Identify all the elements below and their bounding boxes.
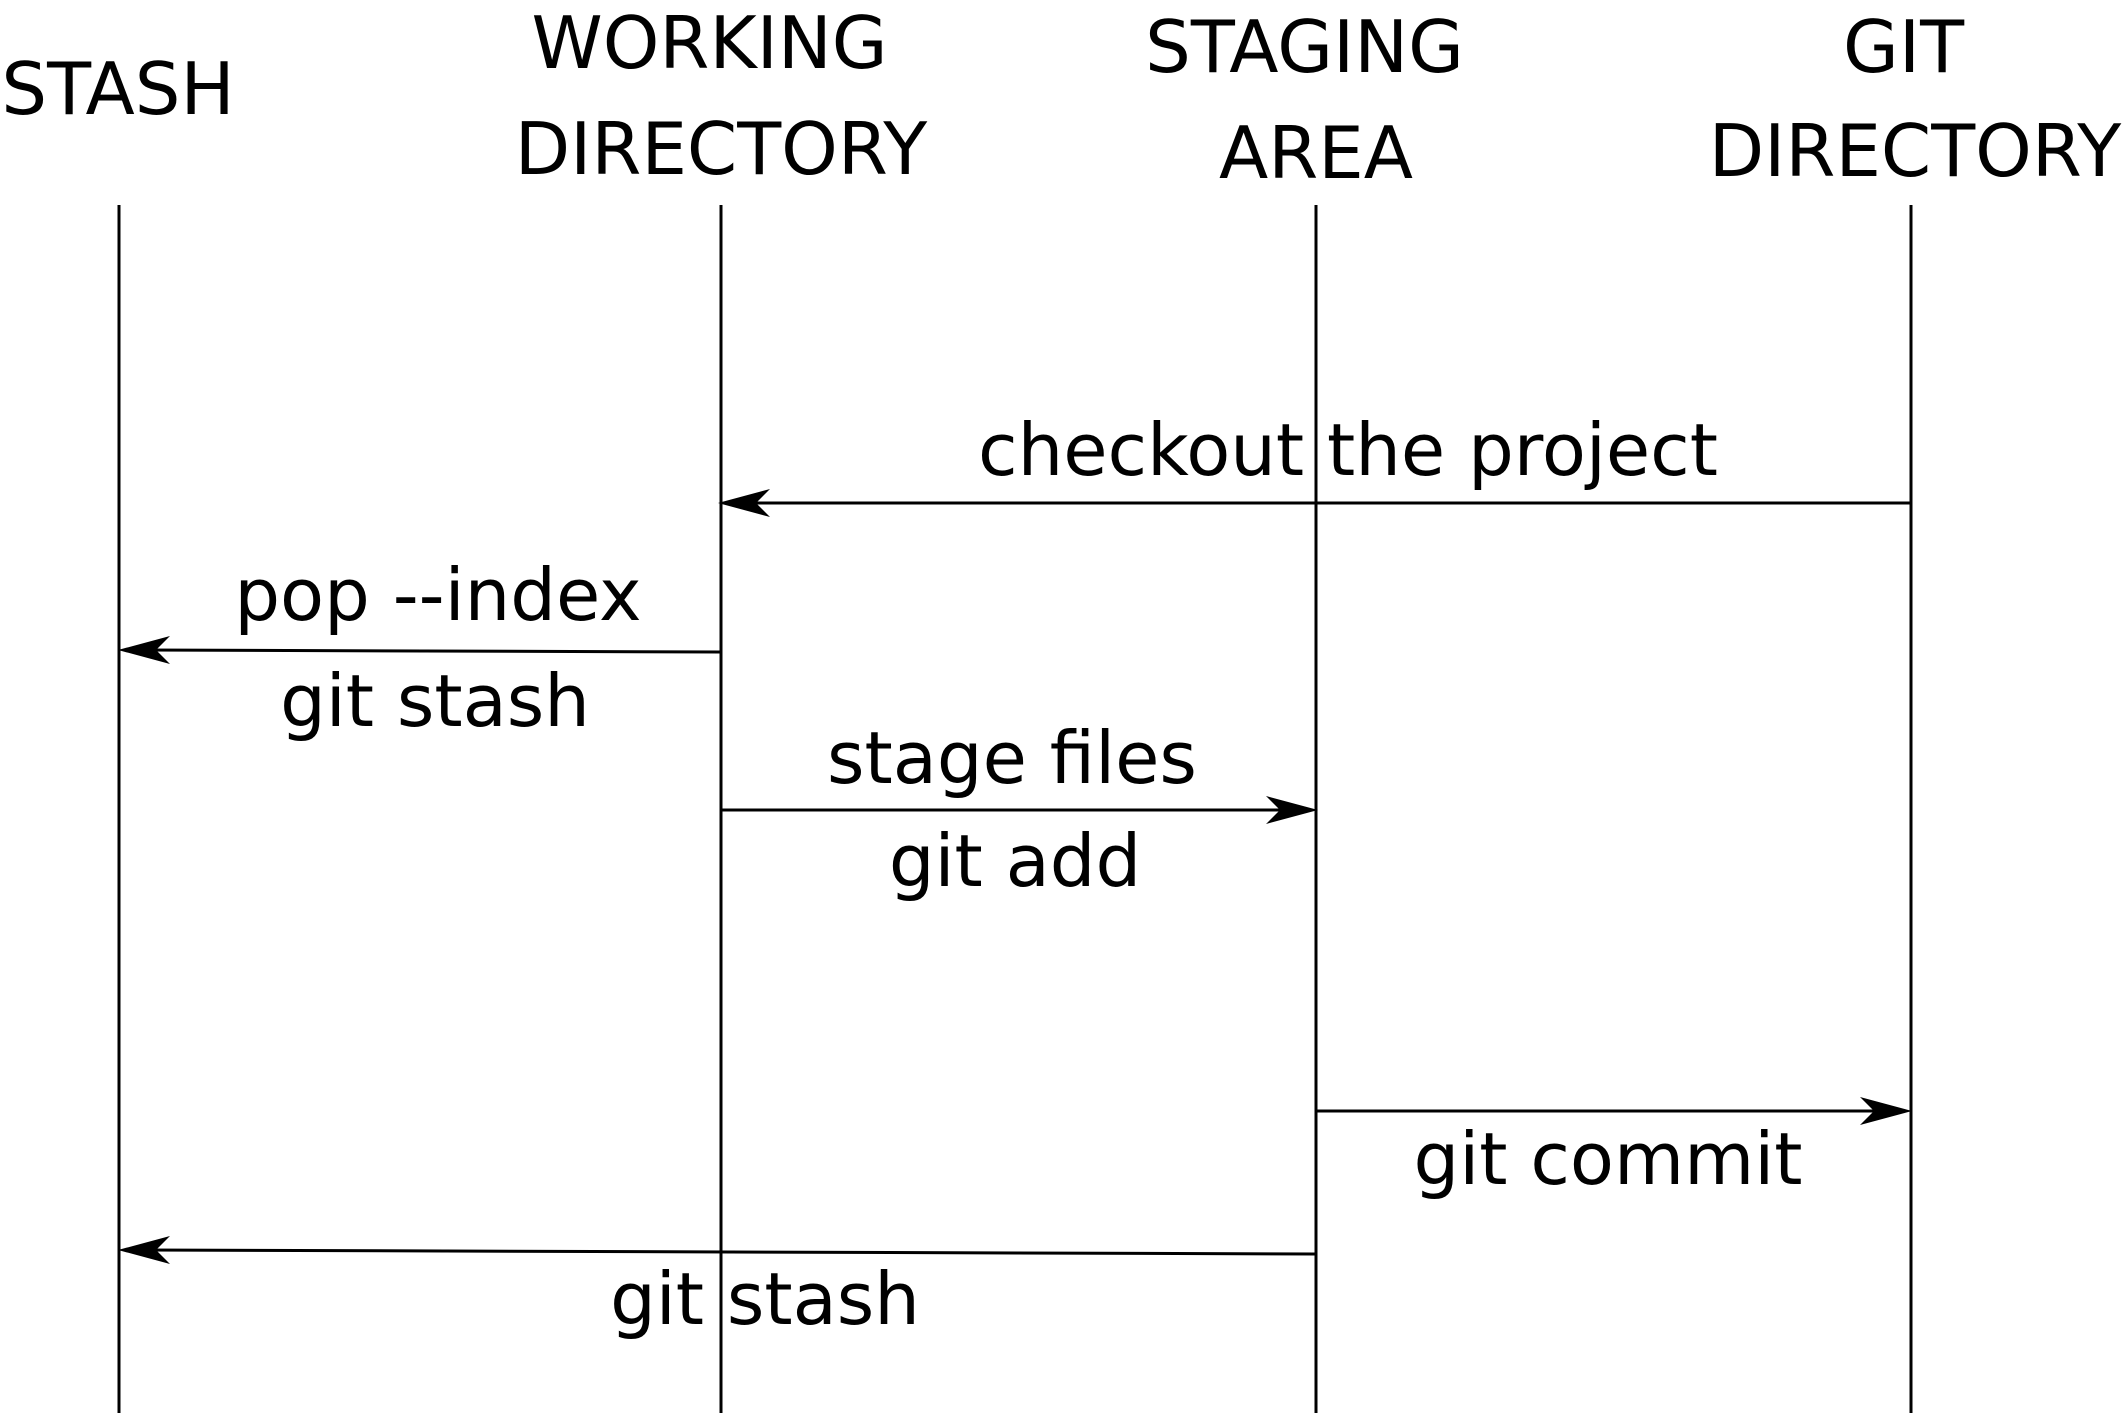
message-stash-staged-label-below: git stash xyxy=(610,1257,920,1341)
lane-title-working-directory: WORKING DIRECTORY xyxy=(515,1,929,191)
message-stash-pop-label-below: git stash xyxy=(280,659,590,743)
message-stash-pop-line xyxy=(144,648,722,654)
message-commit-arrowhead xyxy=(1860,1097,1912,1125)
message-stash-staged: git stash xyxy=(118,1236,1317,1341)
message-checkout-arrowhead xyxy=(718,489,770,517)
message-stage-arrowhead xyxy=(1266,796,1318,824)
message-stash-pop-label-above: pop --index xyxy=(234,553,641,637)
lane-title-git-directory: GIT DIRECTORY xyxy=(1709,5,2123,193)
message-stage: stage files git add xyxy=(721,716,1318,903)
message-checkout-label: checkout the project xyxy=(978,408,1718,492)
lane-title-staging-area: STAGING AREA xyxy=(1145,5,1487,195)
message-commit: git commit xyxy=(1316,1097,1912,1201)
lane-title-stash: STASH xyxy=(1,47,234,131)
message-commit-label-below: git commit xyxy=(1414,1117,1803,1201)
message-stash-staged-arrowhead xyxy=(118,1236,170,1264)
message-stash-staged-line xyxy=(144,1248,1317,1256)
message-stage-label-above: stage files xyxy=(827,716,1197,800)
message-checkout: checkout the project xyxy=(718,408,1911,517)
message-stash-pop: pop --index git stash xyxy=(118,553,722,743)
message-stage-label-below: git add xyxy=(889,819,1141,903)
message-stash-pop-arrowhead xyxy=(118,636,170,664)
